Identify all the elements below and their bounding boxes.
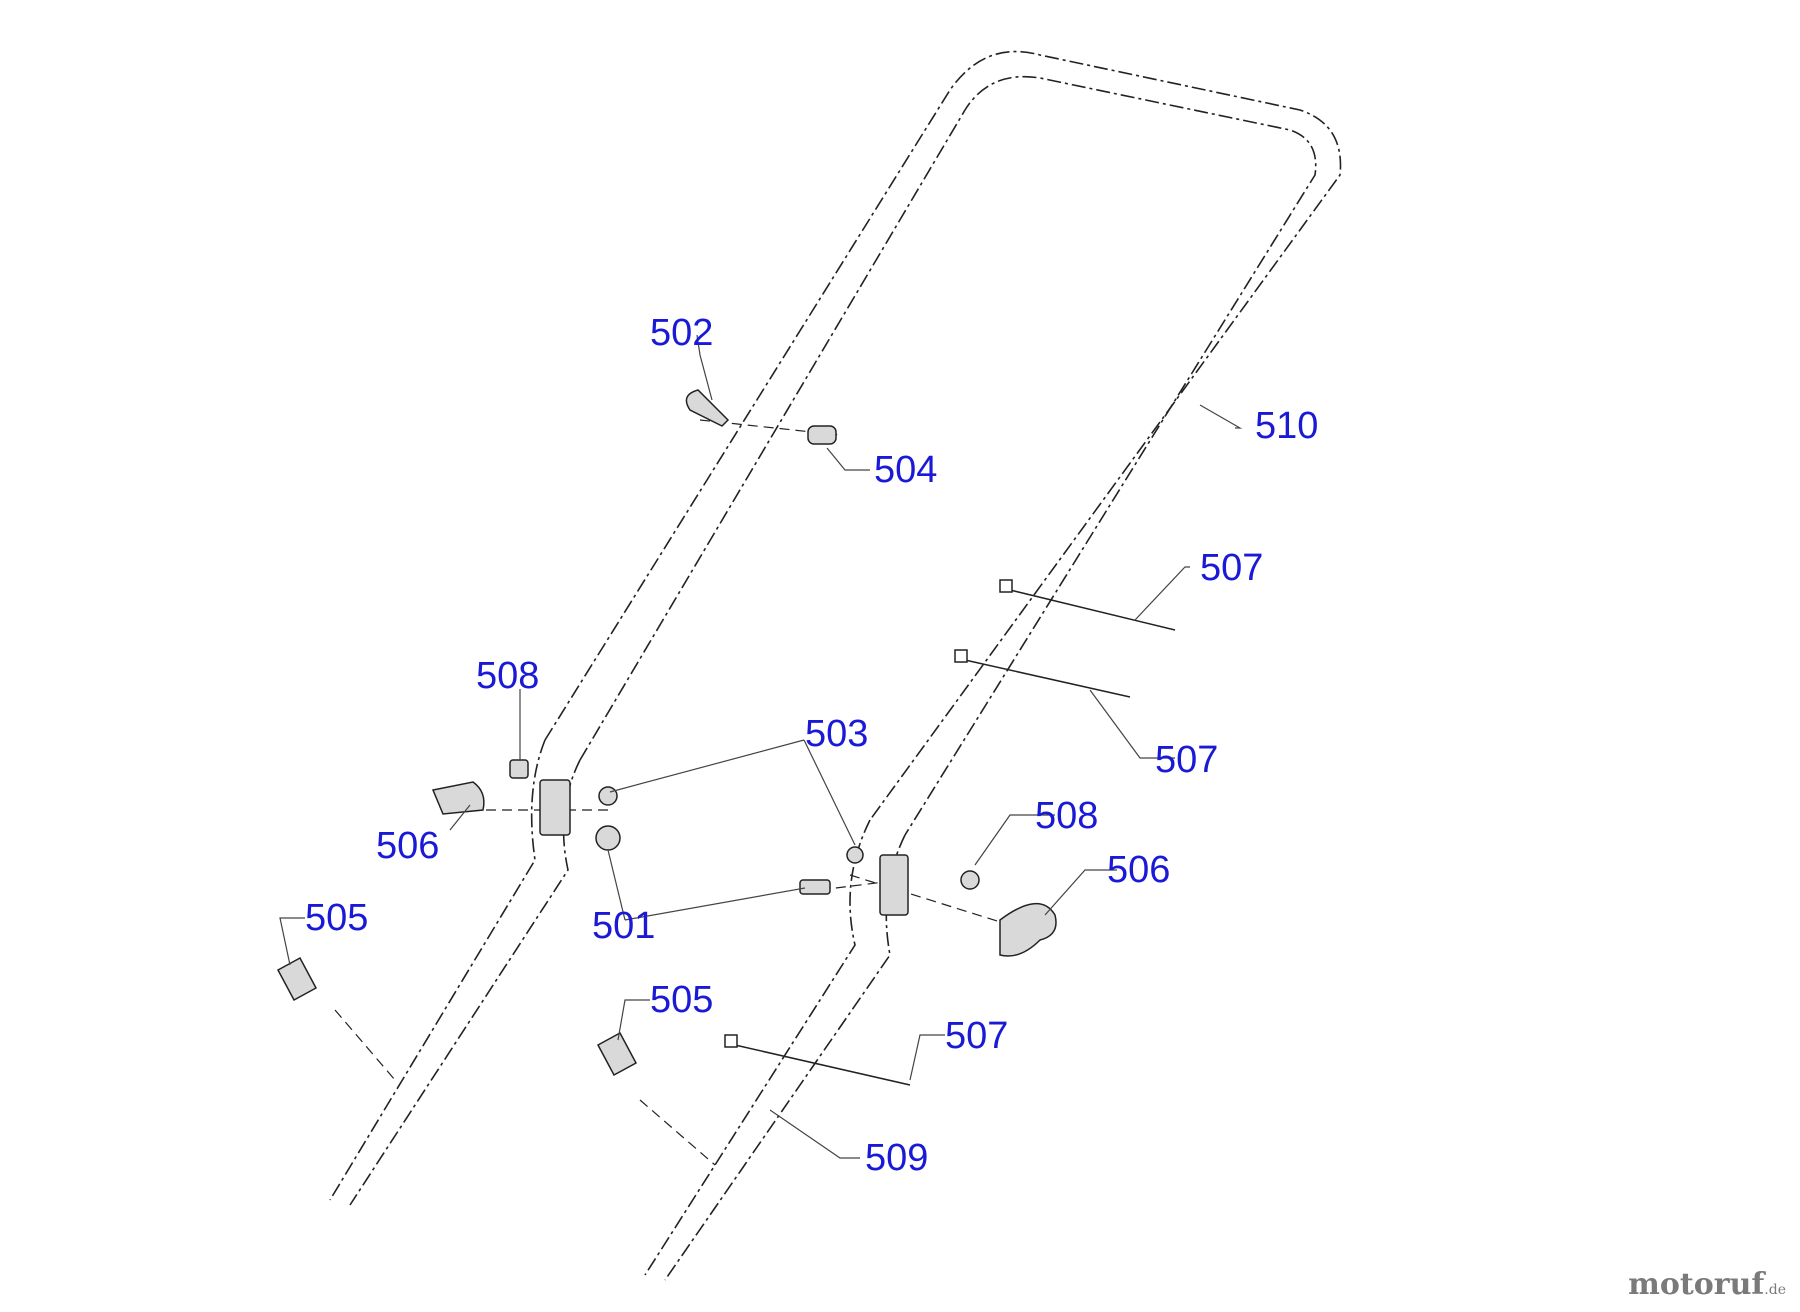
nut-left-part (598, 786, 618, 806)
cable-clip-part (807, 425, 837, 445)
callout-510: 510 (1255, 405, 1318, 447)
clamp-bolt-right-part (596, 1031, 638, 1077)
callout-503: 503 (805, 713, 868, 755)
watermark-brand: motoruf (1628, 1267, 1765, 1302)
callout-507-bottom: 507 (945, 1015, 1008, 1057)
nut-right-part (846, 846, 864, 864)
cable-tie-middle-part (964, 659, 1131, 698)
cable-tie-lower-part (734, 1044, 911, 1086)
lower-handle-left-leg (329, 739, 546, 1201)
callout-506-left: 506 (376, 825, 439, 867)
callout-508-right: 508 (1035, 795, 1098, 837)
upper-handle-left-tube (544, 50, 1342, 821)
callout-505-left: 505 (305, 897, 368, 939)
lower-handle-right-leg-inner (664, 834, 906, 1281)
callout-505-right: 505 (650, 979, 713, 1021)
knob-right-part (999, 902, 1057, 957)
callout-501: 501 (592, 905, 655, 947)
callout-504: 504 (874, 449, 937, 491)
cable-tie-middle-head (954, 649, 968, 663)
cable-hook-part (685, 389, 730, 427)
watermark-logo: motoruf.de (1628, 1267, 1786, 1302)
watermark-tld: .de (1764, 1282, 1786, 1298)
lower-handle-right-leg (644, 819, 871, 1276)
washer-left-part (595, 825, 621, 851)
cable-tie-lower-head (724, 1034, 738, 1048)
callout-506-right: 506 (1107, 849, 1170, 891)
callout-509: 509 (865, 1137, 928, 1179)
cable-tie-upper-part (1009, 589, 1176, 631)
hinge-plate-left-part (539, 779, 571, 836)
callout-502: 502 (650, 312, 713, 354)
upper-handle-left-tube-inner (579, 75, 1317, 836)
cable-tie-upper-head (999, 579, 1013, 593)
clamp-bolt-left-part (276, 956, 318, 1002)
knob-left-part (431, 781, 485, 815)
bolt-right-part (799, 879, 831, 895)
bolt-right-2-part (960, 870, 980, 890)
bolt-left-part (509, 759, 529, 779)
callout-507-top: 507 (1200, 547, 1263, 589)
callout-507-middle: 507 (1155, 739, 1218, 781)
hinge-plate-right-part (879, 854, 909, 916)
callout-508-left: 508 (476, 655, 539, 697)
